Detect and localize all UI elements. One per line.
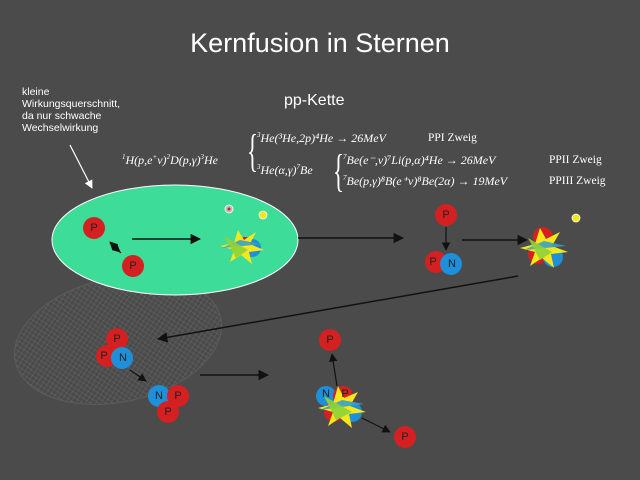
cross-section-note: kleine Wirkungsquerschnitt, da nur schwa… (22, 86, 120, 134)
proton-label: P (341, 388, 348, 400)
fusion-burst (520, 227, 568, 268)
neutron-label: N (119, 352, 127, 364)
collision-arrow (129, 369, 147, 382)
collision-arrow (109, 241, 122, 254)
proton-label: P (164, 406, 171, 418)
note-pointer-arrow (69, 144, 93, 189)
note-line: Wirkungsquerschnitt, (22, 98, 121, 110)
page-title: Kernfusion in Sternen (190, 28, 450, 58)
proton-label: P (129, 260, 136, 272)
proton: P (319, 329, 341, 351)
positron (224, 204, 234, 214)
ppii-first-equation: 3He(α,γ)7Be (257, 163, 313, 177)
ppii-first-text: He(α,γ) (260, 163, 297, 177)
proton-label: P (326, 334, 333, 346)
neutron-label: N (155, 390, 163, 402)
fusion-burst: N P (316, 386, 366, 428)
proton-label: P (100, 350, 107, 362)
brace-1: { (247, 125, 259, 176)
main-reaction-equation: 1H(p,e+ν)2D(p,γ)3He (122, 153, 218, 167)
proton-label: P (442, 209, 449, 221)
ppi-eq-text: He(³He,2p)⁴He → 26MeV (260, 131, 386, 145)
proton: P (122, 255, 144, 277)
ppi-branch-label: PPI Zweig (428, 132, 477, 144)
neutrino (258, 210, 268, 220)
note-line: kleine (22, 86, 50, 98)
neutron: N (111, 347, 133, 369)
main-he: He (203, 153, 218, 167)
star-core-ellipse (51, 184, 299, 296)
note-line: da nur schwache (22, 110, 102, 122)
ppii-branch-label: PPII Zweig (549, 154, 602, 166)
proton-label: P (401, 431, 408, 443)
ppiii-branch-label: PPIII Zweig (549, 175, 606, 187)
proton: P (394, 426, 416, 448)
brace-2: { (333, 145, 345, 196)
chain-title: pp-Kette (284, 92, 345, 109)
release-arrow (329, 353, 338, 387)
ppi-equation: 3He(³He,2p)⁴He → 26MeV (257, 131, 386, 145)
proton-label: P (174, 390, 181, 402)
note-line: Wechselwirkung (22, 122, 99, 134)
proton: P (167, 385, 189, 407)
ppii-be: Be (300, 163, 313, 177)
ppii-eq-text: Be(e⁻,ν)⁷Li(p,α)⁴He → 26MeV (346, 153, 496, 167)
neutron: N (148, 385, 170, 407)
neutron-label: N (448, 258, 456, 270)
release-arrow (361, 417, 391, 433)
ppiii-eq-text: Be(p,γ)⁸B(e⁺ν)⁸Be(2α) → 19MeV (346, 174, 508, 188)
gamma-photon (571, 213, 581, 223)
neutron-label: N (322, 388, 330, 400)
proton-label: P (113, 333, 120, 345)
neutron: N (440, 253, 462, 275)
proton-label: P (429, 256, 436, 268)
fusion-burst (220, 230, 264, 264)
ppii-equation: 7Be(e⁻,ν)⁷Li(p,α)⁴He → 26MeV (343, 153, 496, 167)
proton-label: P (90, 222, 97, 234)
main-d: D(p,γ) (170, 153, 201, 167)
main-pre: H(p,e (125, 153, 153, 167)
proton: P (157, 401, 179, 423)
proton: P (435, 204, 457, 226)
proton: P (83, 217, 105, 239)
proton: P (106, 328, 128, 350)
ppiii-equation: 7Be(p,γ)⁸B(e⁺ν)⁸Be(2α) → 19MeV (343, 174, 508, 188)
process-arrow (156, 275, 519, 343)
main-mid: ν) (157, 153, 167, 167)
